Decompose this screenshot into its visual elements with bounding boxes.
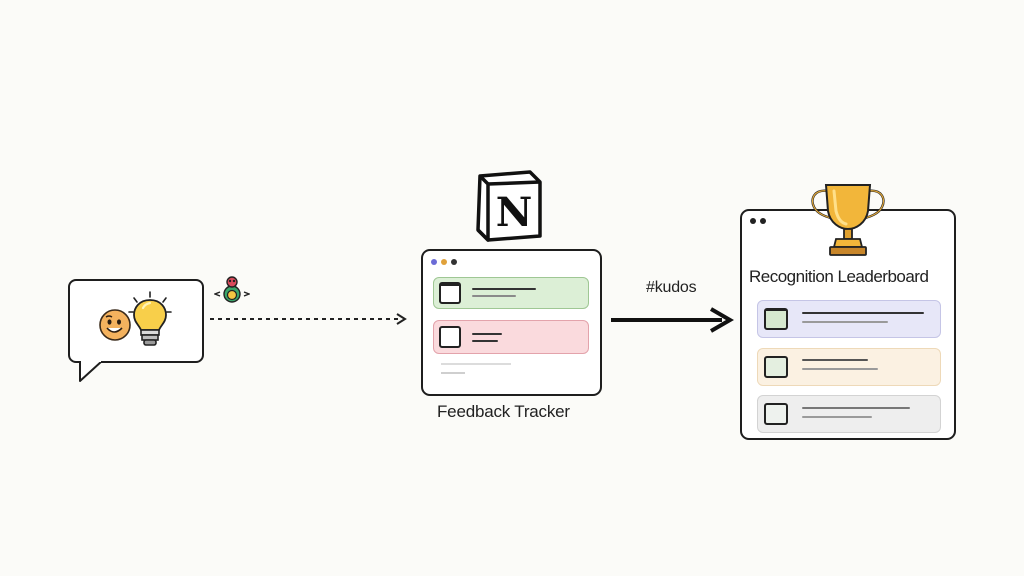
- text-line: [802, 321, 888, 323]
- window-dot-dark: [750, 218, 756, 224]
- slack-icon: [214, 276, 250, 303]
- placeholder-line: [441, 363, 511, 365]
- checkbox-icon: [439, 282, 461, 304]
- smiling-face-icon: [99, 309, 131, 341]
- notion-logo-icon: N: [476, 170, 542, 242]
- solid-arrow: [611, 307, 734, 333]
- notion-letter: N: [496, 189, 533, 236]
- text-line: [802, 359, 868, 361]
- feedback-tracker-caption: Feedback Tracker: [437, 402, 570, 421]
- window-dot-dark: [451, 259, 457, 265]
- text-line: [472, 295, 516, 297]
- text-line: [802, 416, 872, 418]
- chat-bubble-tail: [79, 361, 103, 382]
- window-dot-blue: [431, 259, 437, 265]
- kudos-label: #kudos: [646, 279, 697, 296]
- tracker-row-green: [433, 277, 589, 309]
- text-line: [802, 407, 910, 409]
- text-line: [472, 340, 498, 342]
- dashed-connector: [210, 313, 407, 325]
- window-dot-dark: [760, 218, 766, 224]
- checkbox-icon: [764, 356, 788, 378]
- feedback-tracker-window: [421, 249, 602, 396]
- leaderboard-row-3: [757, 395, 941, 433]
- lightbulb-icon: [128, 291, 172, 346]
- checkbox-icon: [764, 403, 788, 425]
- text-line: [472, 288, 536, 290]
- window-dot-orange: [441, 259, 447, 265]
- text-line: [802, 312, 924, 314]
- leaderboard-row-1: [757, 300, 941, 338]
- recognition-leaderboard-caption: Recognition Leaderboard: [749, 267, 929, 286]
- leaderboard-row-2: [757, 348, 941, 386]
- checkbox-icon: [439, 326, 461, 348]
- text-line: [472, 333, 502, 335]
- checkbox-icon: [764, 308, 788, 330]
- text-line: [802, 368, 878, 370]
- tracker-row-pink: [433, 320, 589, 354]
- trophy-icon: [811, 184, 885, 256]
- placeholder-line: [441, 372, 465, 374]
